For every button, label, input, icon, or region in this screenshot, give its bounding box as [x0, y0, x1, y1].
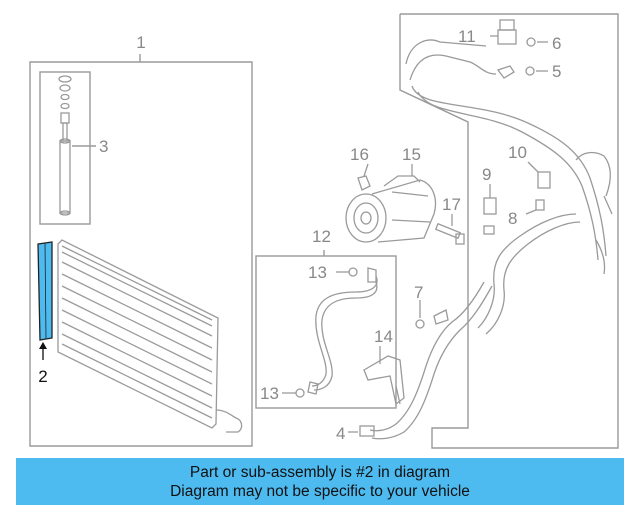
callout-10: 10: [508, 143, 527, 162]
callout-3: 3: [99, 137, 108, 156]
info-banner: Part or sub-assembly is #2 in diagram Di…: [16, 458, 624, 505]
compressor: [345, 163, 465, 245]
refrigerant-lines-upper: [405, 39, 613, 275]
callout-5: 5: [552, 62, 561, 81]
callout-7: 7: [414, 283, 423, 302]
callout-4: 4: [336, 424, 345, 443]
banner-line-2: Diagram may not be specific to your vehi…: [170, 482, 470, 500]
highlighted-part-2: [37, 241, 53, 360]
condenser-core: [57, 239, 243, 433]
callout-2: 2: [38, 367, 47, 386]
seal-7: [415, 300, 449, 329]
callout-1: 1: [136, 33, 145, 52]
callout-9: 9: [482, 165, 491, 184]
callout-13-upper: 13: [308, 263, 327, 282]
banner-line-1: Part or sub-assembly is #2 in diagram: [189, 463, 451, 481]
bracket: [363, 346, 405, 406]
suction-line-frame: [255, 250, 397, 409]
callout-14: 14: [374, 327, 393, 346]
condenser-assembly-frame: [29, 54, 253, 447]
drier-subframe: [39, 71, 96, 225]
callout-15: 15: [402, 145, 421, 164]
refrigerant-lines-lower: [348, 213, 581, 440]
callout-17: 17: [442, 195, 461, 214]
callout-6: 6: [552, 34, 561, 53]
fittings: [483, 161, 551, 235]
callout-16: 16: [350, 145, 369, 164]
callout-11: 11: [458, 27, 476, 46]
callout-8: 8: [508, 209, 517, 228]
callout-13-lower: 13: [260, 384, 279, 403]
line-assembly-frame: [399, 13, 619, 449]
parts-diagram: 1 2 3 4 5 6 7 8 9 10 11 12 13 13 14 15 1…: [29, 13, 619, 449]
callout-12: 12: [312, 227, 331, 246]
pressure-switch: [490, 19, 548, 76]
